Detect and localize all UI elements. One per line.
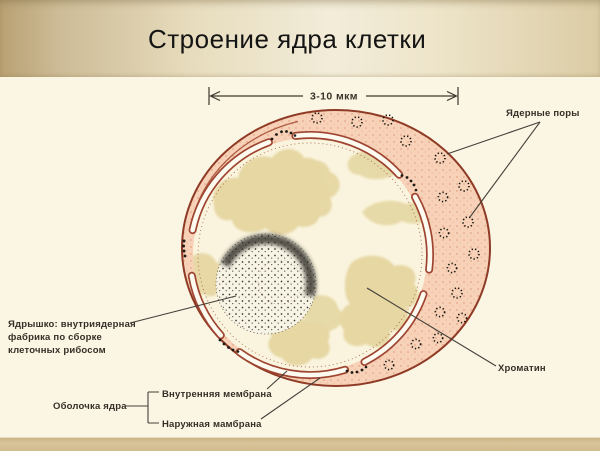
nuclear-pore-ring [451, 287, 463, 299]
scale-arrow [208, 87, 459, 105]
leader-lines [126, 121, 541, 424]
nuclear-pore-ring [456, 312, 468, 324]
label-nucleolus-line1: Ядрышко: внутриядерная [8, 319, 136, 330]
nuclear-pore-ring [351, 116, 363, 128]
nuclear-pore-ring [462, 216, 474, 228]
nucleolus [215, 233, 317, 335]
nuclear-pore-ring [458, 180, 470, 192]
nuclear-pore-ring [311, 112, 323, 124]
nuclear-pore-ring [468, 248, 480, 260]
nuclear-pore-ring [410, 338, 422, 350]
label-envelope: Оболочка ядра [53, 401, 127, 412]
label-nuclear-pores: Ядерные поры [506, 108, 580, 119]
nuclear-pore-ring [438, 227, 450, 239]
scale-label: 3-10 мкм [310, 91, 358, 103]
label-inner-membrane: Внутренняя мембрана [162, 389, 272, 400]
label-nucleolus-line3: клеточных рибосом [8, 345, 106, 356]
pore-dots-cluster [400, 174, 418, 192]
chromatin-patch [339, 255, 419, 348]
chromatin-patches [193, 149, 427, 366]
chromatin-patch [283, 160, 340, 226]
pore-dots-cluster [270, 130, 297, 141]
nuclear-pores [311, 112, 480, 371]
title-bar: Строение ядра клетки [0, 0, 600, 77]
slide-title: Строение ядра клетки [148, 24, 427, 54]
nucleolus-inner-ring [257, 259, 303, 305]
leader-chromatin [366, 287, 497, 367]
pore-dots-cluster [182, 239, 187, 258]
leader-nucleolus [129, 295, 237, 324]
nuclear-pore-ring [434, 152, 446, 164]
leader-inner-membrane [266, 370, 288, 390]
pore-dot-clusters [182, 130, 418, 374]
inner-membrane-segments [187, 131, 434, 380]
footer-strip [0, 437, 600, 451]
pore-dots-cluster [345, 365, 368, 374]
nucleolus-shaded-crescent [220, 234, 316, 297]
nuclear-pore-ring [383, 359, 395, 371]
chromatin-patch [362, 200, 427, 226]
nuclear-pore-ring [400, 135, 412, 147]
pore-dots-cluster [218, 338, 240, 353]
inner-dotted-boundary [197, 142, 423, 368]
leader-outer-membrane [260, 377, 321, 420]
nuclear-pore-ring [437, 191, 449, 203]
nuclear-pore-ring [382, 114, 394, 126]
nuclear-pore-ring [432, 332, 444, 344]
envelope-bracket [126, 391, 159, 424]
label-nucleolus-line2: фабрика по сборке [8, 332, 102, 343]
leader-nuclear-pores-2 [469, 121, 541, 218]
nuclear-pore-ring [446, 262, 458, 274]
nuclear-pore-ring [434, 306, 446, 318]
label-outer-membrane: Наружная мамбрана [162, 419, 262, 430]
label-chromatin: Хроматин [498, 363, 546, 374]
leader-nuclear-pores-1 [446, 121, 541, 155]
chromatin-patch [302, 295, 343, 335]
